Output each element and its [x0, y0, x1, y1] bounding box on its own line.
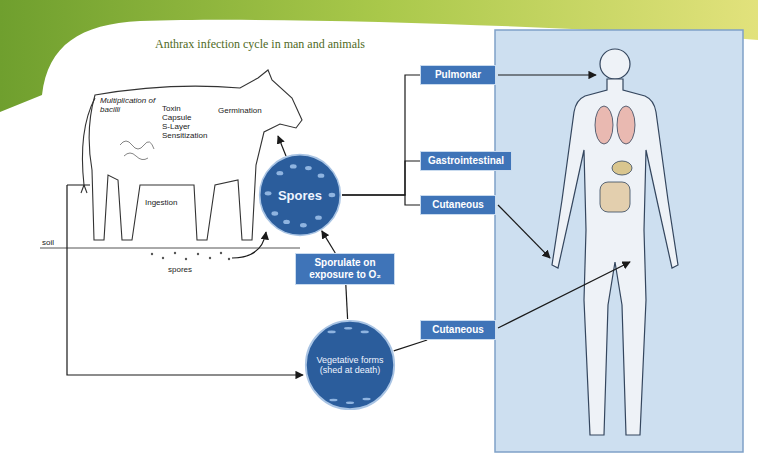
connector — [322, 231, 335, 253]
route-box: Cutaneous — [420, 195, 496, 215]
node-text: Cutaneous — [427, 324, 489, 336]
diagram-title: Anthrax infection cycle in man and anima… — [60, 37, 460, 52]
figure-label: Germination — [218, 106, 262, 115]
node-text: Pulmonar — [427, 69, 489, 81]
connector — [342, 195, 420, 205]
stage-circle: Vegetative forms (shed at death) — [304, 319, 396, 411]
node-text: Gastrointestinal — [427, 155, 505, 167]
figure-label: S-Layer — [162, 122, 190, 131]
stage-circle: Spores — [258, 153, 342, 237]
ground-line — [40, 248, 300, 249]
human-figure — [552, 49, 678, 435]
figure-label: Sensitization — [162, 131, 207, 140]
connector — [342, 75, 420, 195]
figure-label: Toxin — [162, 104, 181, 113]
figure-label: spores — [168, 265, 192, 274]
human-panel — [495, 30, 743, 452]
soil-spores — [151, 252, 230, 260]
connector — [342, 161, 420, 195]
node-text: Vegetative forms (shed at death) — [316, 355, 384, 375]
connector — [346, 285, 348, 319]
figure-label: Multiplication of bacilli — [100, 96, 162, 114]
node-text: Spores — [278, 188, 322, 203]
route-box: Pulmonar — [420, 65, 496, 85]
node-text: Sporulate on exposure to O₂ — [302, 257, 388, 281]
route-box: Gastrointestinal — [420, 151, 512, 171]
route-box: Cutaneous — [420, 320, 496, 340]
route-box: Sporulate on exposure to O₂ — [295, 253, 395, 285]
figure-label: soil — [42, 238, 54, 247]
node-text: Cutaneous — [427, 199, 489, 211]
connector — [394, 340, 427, 351]
figure-label: Capsule — [162, 113, 191, 122]
figure-label: Ingestion — [145, 198, 177, 207]
